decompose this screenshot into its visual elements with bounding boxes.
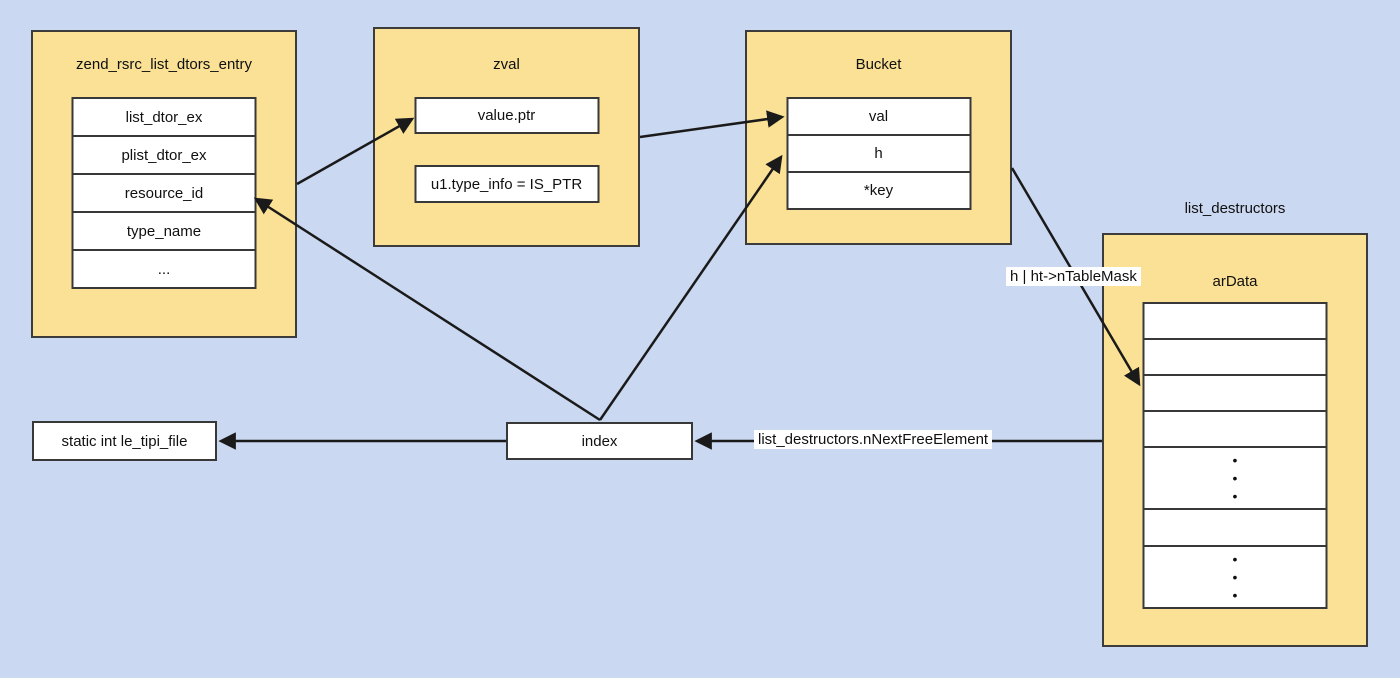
- field-ellipsis: ...: [71, 249, 257, 289]
- bucket-field-list: val h *key: [786, 97, 971, 210]
- static-le-tipi-file-node: static int le_tipi_file: [32, 421, 217, 461]
- ardata-cell-list: • • • • • •: [1142, 302, 1328, 609]
- edge-label-next-free-element: list_destructors.nNextFreeElement: [754, 430, 993, 449]
- ardata-cell: [1142, 338, 1328, 376]
- list-destructors-label: list_destructors: [1184, 200, 1286, 217]
- zend-entry-field-list: list_dtor_ex plist_dtor_ex resource_id t…: [71, 97, 257, 289]
- ardata-cell: [1142, 374, 1328, 412]
- field-type-name: type_name: [71, 211, 257, 251]
- field-value-ptr: value.ptr: [414, 97, 599, 134]
- ardata-cell-ellipsis: • • •: [1142, 446, 1328, 510]
- field-h: h: [786, 134, 971, 173]
- field-list-dtor-ex: list_dtor_ex: [71, 97, 257, 137]
- field-plist-dtor-ex: plist_dtor_ex: [71, 135, 257, 175]
- struct-bucket: Bucket val h *key: [745, 30, 1012, 245]
- struct-title-zend-entry: zend_rsrc_list_dtors_entry: [76, 56, 252, 73]
- struct-title-ardata: arData: [1212, 273, 1258, 290]
- field-key: *key: [786, 171, 971, 210]
- field-u1-type-info: u1.type_info = IS_PTR: [414, 165, 599, 203]
- index-node: index: [506, 422, 693, 460]
- field-val: val: [786, 97, 971, 136]
- ardata-cell: [1142, 410, 1328, 448]
- edge-label-table-mask: h | ht->nTableMask: [1006, 267, 1141, 286]
- ardata-cell-ellipsis: • • •: [1142, 545, 1328, 609]
- struct-zval: zval value.ptr u1.type_info = IS_PTR: [373, 27, 640, 247]
- struct-list-destructors: arData • • • • • •: [1102, 233, 1368, 647]
- struct-zend-rsrc-list-dtors-entry: zend_rsrc_list_dtors_entry list_dtor_ex …: [31, 30, 297, 338]
- field-resource-id: resource_id: [71, 173, 257, 213]
- struct-title-zval: zval: [493, 56, 520, 73]
- ardata-cell: [1142, 302, 1328, 340]
- struct-title-bucket: Bucket: [855, 56, 902, 73]
- ardata-cell: [1142, 508, 1328, 547]
